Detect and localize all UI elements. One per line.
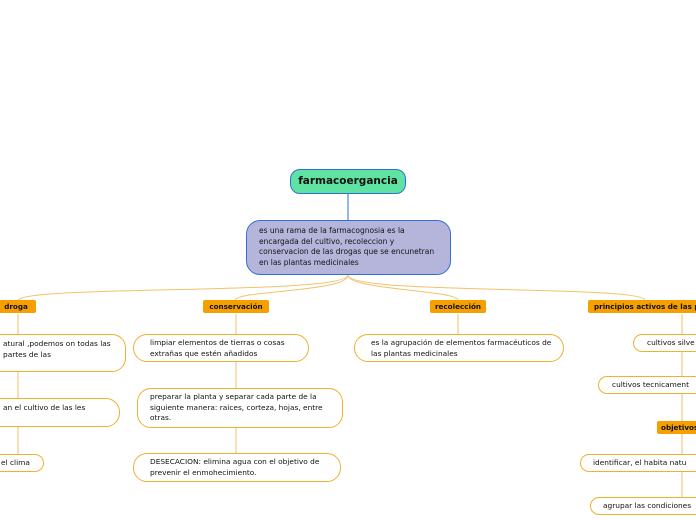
principios-item-2-text: cultivos tecnicament <box>612 380 690 389</box>
category-principios[interactable]: principios activos de las pl <box>588 300 696 313</box>
root-node[interactable]: farmacoergancia <box>290 169 406 194</box>
conservacion-item-2-text: preparar la planta y separar cada parte … <box>150 392 323 422</box>
definition-text: es una rama de la farmacognosia es la en… <box>259 226 435 267</box>
droga-item-1[interactable]: atural ,podemos on todas las partes de l… <box>0 334 126 372</box>
recoleccion-item-1-text: es la agrupación de elementos farmacéuti… <box>371 338 552 358</box>
droga-item-3[interactable]: el clima <box>0 454 44 472</box>
objetivos-item-1[interactable]: identificar, el habita natu <box>580 454 696 472</box>
objetivos-node[interactable]: objetivos <box>657 421 696 434</box>
objetivos-item-2-text: agrupar las condiciones <box>603 501 692 510</box>
conservacion-item-1[interactable]: limpiar elementos de tierras o cosas ext… <box>133 334 309 362</box>
category-conservacion[interactable]: conservación <box>203 300 269 313</box>
principios-item-2[interactable]: cultivos tecnicament <box>598 376 696 394</box>
conservacion-item-1-text: limpiar elementos de tierras o cosas ext… <box>150 338 285 358</box>
root-label: farmacoergancia <box>298 175 398 187</box>
droga-item-2[interactable]: an el cultivo de las les <box>0 398 120 427</box>
principios-item-1-text: cultivos silve <box>647 338 695 347</box>
category-principios-label: principios activos de las pl <box>594 302 696 311</box>
principios-item-1[interactable]: cultivos silve <box>633 334 696 352</box>
droga-item-2-text: an el cultivo de las les <box>3 403 86 412</box>
droga-item-1-text: atural ,podemos on todas las partes de l… <box>3 339 111 359</box>
category-recoleccion-label: recolección <box>435 302 481 311</box>
conservacion-item-3-text: DESECACION: elimina agua con el objetivo… <box>150 457 320 477</box>
conservacion-item-2[interactable]: preparar la planta y separar cada parte … <box>137 388 343 428</box>
definition-node[interactable]: es una rama de la farmacognosia es la en… <box>246 220 451 275</box>
category-conservacion-label: conservación <box>209 302 263 311</box>
objetivos-item-1-text: identificar, el habita natu <box>593 458 687 467</box>
category-droga[interactable]: droga <box>0 300 36 313</box>
category-recoleccion[interactable]: recolección <box>430 300 486 313</box>
category-droga-label: droga <box>4 302 28 311</box>
objetivos-item-2[interactable]: agrupar las condiciones <box>590 497 696 515</box>
conservacion-item-3[interactable]: DESECACION: elimina agua con el objetivo… <box>133 453 341 482</box>
droga-item-3-text: el clima <box>1 458 30 467</box>
objetivos-label: objetivos <box>661 423 696 432</box>
recoleccion-item-1[interactable]: es la agrupación de elementos farmacéuti… <box>354 334 564 362</box>
